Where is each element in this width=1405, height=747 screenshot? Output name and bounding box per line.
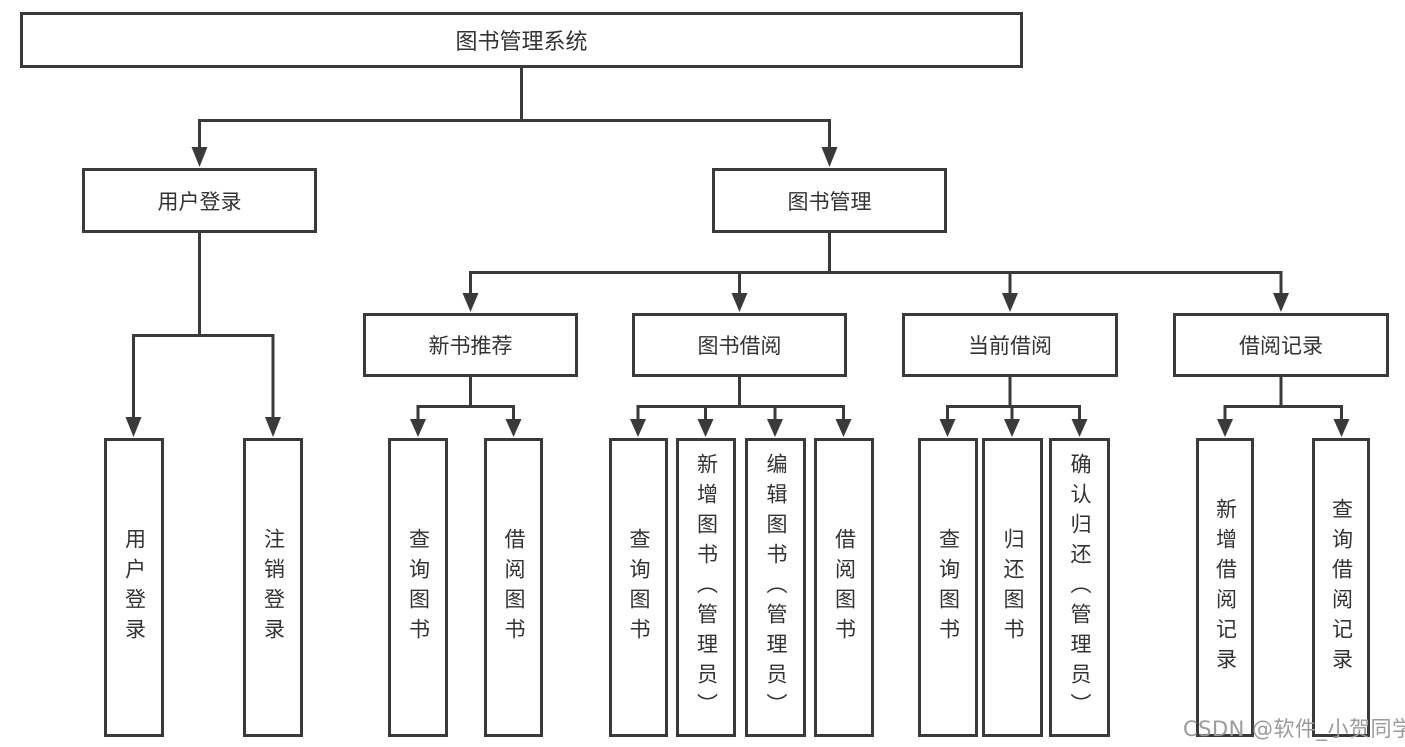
leaf-borrow-books: 借阅图书 [814,438,874,737]
node-label: 用户登录 [122,527,147,648]
node-label: 新书推荐 [428,334,513,358]
leaf-query-books-borrow: 查询图书 [609,438,668,737]
node-label: 新增借阅记录 [1213,497,1238,678]
node-label: 图书借阅 [697,334,782,358]
node-label: 借阅记录 [1239,334,1323,358]
node-label: 查询图书 [406,527,431,648]
node-label: 注销登录 [261,527,286,648]
node-label: 当前借阅 [968,334,1052,358]
node-label: 借阅图书 [832,527,857,648]
node-label: 图书管理系统 [455,30,588,55]
node-label: 归还图书 [1001,527,1025,648]
leaf-add-borrow-record: 新增借阅记录 [1196,438,1254,737]
leaf-query-borrow-record: 查询借阅记录 [1312,438,1370,737]
node-root-system: 图书管理系统 [20,12,1023,68]
leaf-logout: 注销登录 [243,438,303,737]
node-current-borrow: 当前借阅 [902,313,1118,377]
leaf-confirm-return-admin: 确认归还（管理员） [1049,438,1110,737]
leaf-add-book-admin: 新增图书（管理员） [676,438,736,737]
node-user-login: 用户登录 [82,168,317,233]
node-label: 图书管理 [787,189,872,214]
leaf-query-books-recommend: 查询图书 [388,438,448,737]
node-label: 查询借阅记录 [1329,497,1354,678]
leaf-borrow-books-recommend: 借阅图书 [484,438,543,737]
node-borrow-records: 借阅记录 [1173,313,1389,377]
node-label: 新增图书（管理员） [694,452,719,723]
csdn-watermark: CSDN @软件_小贺同学 [1183,717,1405,741]
leaf-query-books-current: 查询图书 [918,438,978,737]
node-book-borrow: 图书借阅 [632,313,847,377]
node-book-management: 图书管理 [712,168,947,233]
node-label: 用户登录 [157,189,242,214]
node-label: 查询图书 [627,527,651,648]
leaf-return-books: 归还图书 [982,438,1043,737]
leaf-edit-book-admin: 编辑图书（管理员） [745,438,806,737]
node-label: 编辑图书（管理员） [764,452,788,723]
node-new-book-recommend: 新书推荐 [363,313,578,377]
node-label: 查询图书 [936,527,961,648]
leaf-user-login: 用户登录 [104,438,164,737]
node-label: 借阅图书 [502,527,526,648]
node-label: 确认归还（管理员） [1068,452,1092,723]
